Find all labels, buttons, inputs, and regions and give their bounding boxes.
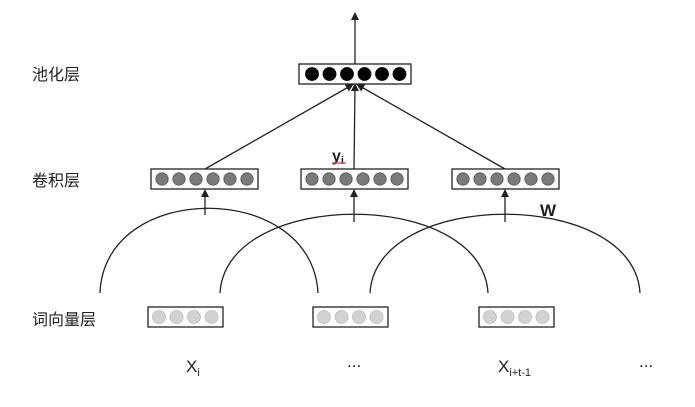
embed-node-a-1 [152, 310, 166, 324]
embed-node-a-3 [187, 310, 201, 324]
receptive-arc-2 [219, 213, 489, 294]
conv-node-c-1 [456, 172, 470, 186]
embed-box-3 [478, 306, 555, 328]
embed-node-a-4 [204, 310, 219, 324]
embed-node-b-1 [317, 310, 331, 324]
conv-to-pool-line-1 [204, 84, 354, 170]
receptive-arc-3 [369, 213, 641, 294]
conv-node-group-1 [150, 168, 259, 190]
conv-node-a-2 [172, 172, 186, 186]
receptive-arc-1 [99, 207, 319, 294]
conv-node-c-6 [541, 172, 555, 186]
conv-node-b-3 [339, 172, 353, 186]
conv-node-a-3 [189, 172, 203, 186]
pooling-node-group [298, 63, 412, 85]
label-x-i: Xi [186, 357, 200, 379]
label-y-i: yi [332, 148, 344, 167]
conv-to-pool-line-3 [356, 84, 506, 170]
embed-box-2 [312, 306, 389, 328]
conv-node-b-5 [373, 172, 387, 186]
embed-node-c-2 [500, 310, 515, 324]
conv-node-b-6 [390, 172, 404, 186]
conv-node-c-2 [473, 172, 487, 186]
pool-node-2 [322, 67, 337, 81]
conv-node-group-2 [300, 168, 409, 190]
embed-node-c-3 [518, 310, 532, 324]
embed-node-c-4 [535, 310, 550, 324]
embed-node-group-1 [147, 306, 224, 328]
pool-node-5 [375, 67, 389, 81]
conv-node-b-4 [356, 172, 370, 186]
conv-node-c-5 [524, 172, 538, 186]
embed-node-c-1 [483, 310, 497, 324]
conv-node-group-3 [451, 168, 560, 190]
embed-box-1 [147, 306, 224, 328]
label-ellipsis-1: ... [347, 352, 361, 371]
pool-node-1 [305, 67, 319, 81]
layer-label-convolution: 卷积层 [32, 171, 80, 190]
layer-label-pooling: 池化层 [32, 65, 80, 84]
label-ellipsis-2: ... [639, 352, 653, 371]
label-w: W [540, 201, 557, 220]
conv-node-c-3 [490, 172, 504, 186]
conv-node-a-6 [240, 172, 254, 186]
embed-node-group-2 [312, 306, 389, 328]
conv-node-c-4 [507, 172, 521, 186]
embed-node-a-2 [169, 310, 184, 324]
conv-node-a-5 [223, 172, 237, 186]
label-x-i-t-1: Xi+t-1 [498, 357, 531, 379]
pool-node-6 [392, 67, 407, 81]
embed-node-b-4 [369, 310, 384, 324]
embed-node-b-2 [334, 310, 349, 324]
embed-node-b-3 [352, 310, 366, 324]
pool-node-3 [340, 67, 354, 81]
conv-node-a-4 [206, 172, 220, 186]
layer-label-embedding: 词向量层 [32, 310, 96, 329]
conv-to-pool-line-2 [350, 83, 359, 170]
pool-node-4 [357, 67, 372, 81]
conv-node-b-2 [322, 172, 336, 186]
embed-node-group-3 [478, 306, 555, 328]
conv-node-a-1 [155, 172, 169, 186]
conv-node-b-1 [305, 172, 319, 186]
